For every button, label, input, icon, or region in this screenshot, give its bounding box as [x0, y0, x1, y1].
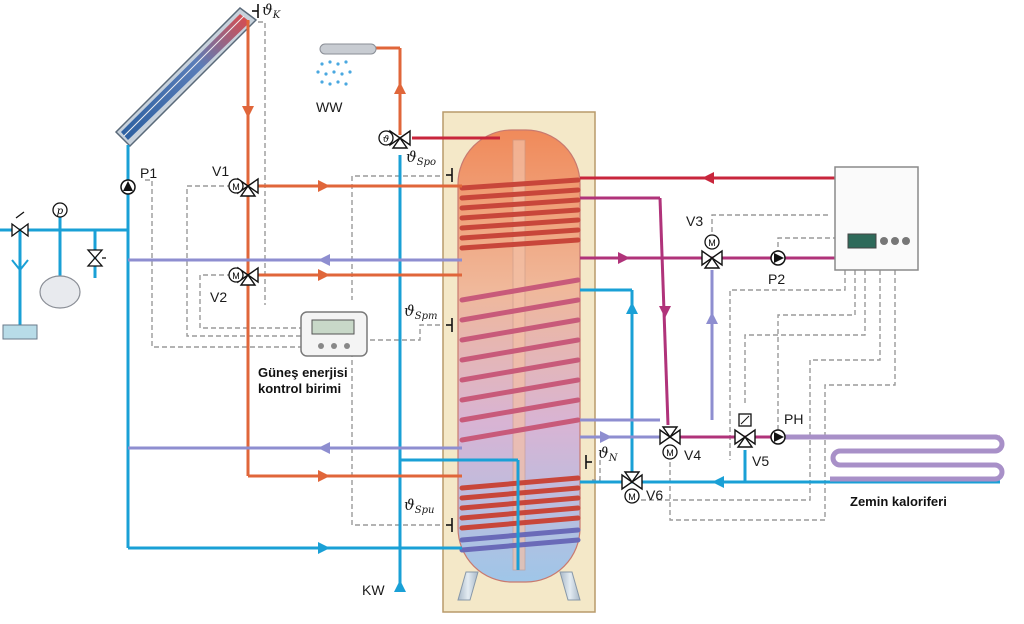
lower-coil — [459, 475, 581, 553]
v4-label: V4 — [684, 447, 701, 463]
svg-text:M: M — [232, 182, 240, 192]
valve-v1-icon[interactable]: M — [228, 177, 259, 197]
controller-label-line1: Güneş enerjisi — [258, 365, 348, 380]
magenta-pipes — [580, 196, 1000, 439]
safety-valve-icon — [11, 211, 29, 271]
shutoff-valve-icon — [86, 249, 106, 267]
boiler-unit — [834, 166, 919, 271]
valve-v3-icon[interactable]: M — [701, 234, 723, 269]
svg-text:M: M — [628, 492, 636, 502]
sensor-ticks — [252, 4, 592, 532]
pump-ph-icon[interactable] — [770, 429, 786, 445]
v6-label: V6 — [646, 487, 663, 503]
sensor-spo-label: ϑSpo — [406, 148, 436, 168]
valve-v6-icon[interactable]: M — [621, 471, 643, 504]
v5-label: V5 — [752, 453, 769, 469]
v3-label: V3 — [686, 213, 703, 229]
sensor-k-label: ϑK — [262, 1, 281, 21]
ww-label: WW — [316, 99, 343, 115]
shower-head-icon — [316, 43, 377, 86]
p2-label: P2 — [768, 271, 785, 287]
ph-label: PH — [784, 411, 803, 427]
pump-p1-icon[interactable] — [120, 179, 136, 195]
labels: ϑK WW KW P1 V1 V2 V3 P2 PH V4 V5 V6 ϑSpo… — [140, 1, 947, 598]
svg-text:M: M — [708, 238, 716, 248]
return-pipes — [128, 258, 714, 450]
upper-coil — [459, 177, 581, 251]
svg-text:p: p — [57, 206, 64, 217]
boiler-flow-arrow — [702, 172, 714, 184]
drain-tank-icon — [2, 324, 38, 340]
v2-label: V2 — [210, 289, 227, 305]
svg-text:M: M — [232, 271, 240, 281]
floor-heating-loop — [780, 434, 1005, 482]
v1-label: V1 — [212, 163, 229, 179]
solar-collector — [114, 7, 258, 148]
middle-coil — [459, 277, 581, 443]
valve-v5-icon[interactable] — [734, 413, 756, 448]
valve-v4-icon[interactable]: M — [659, 426, 681, 460]
pump-p2-icon[interactable] — [770, 250, 786, 266]
sensor-n-label: ϑN — [598, 444, 619, 464]
thermostatic-mixing-valve-icon[interactable]: ϑ — [378, 129, 411, 149]
expansion-vessel-icon — [39, 275, 81, 309]
svg-text:M: M — [666, 448, 674, 458]
magenta-arrows — [618, 252, 671, 318]
valve-v2-icon[interactable]: M — [228, 266, 259, 286]
sensor-spu-label: ϑSpu — [404, 496, 434, 516]
cold-arrows — [318, 302, 724, 592]
kw-label: KW — [362, 582, 385, 598]
svg-text:ϑ: ϑ — [383, 135, 390, 145]
floor-heating-label: Zemin kaloriferi — [850, 494, 947, 509]
p1-label: P1 — [140, 165, 157, 181]
solar-hot-pipes — [246, 20, 462, 478]
controller-label-line2: kontrol birimi — [258, 381, 341, 396]
return-arrows — [318, 254, 718, 454]
sensor-spm-label: ϑSpm — [404, 302, 437, 322]
solar-controller[interactable] — [300, 311, 368, 357]
pressure-gauge-icon: p — [52, 202, 68, 218]
hot-arrows — [242, 82, 406, 482]
